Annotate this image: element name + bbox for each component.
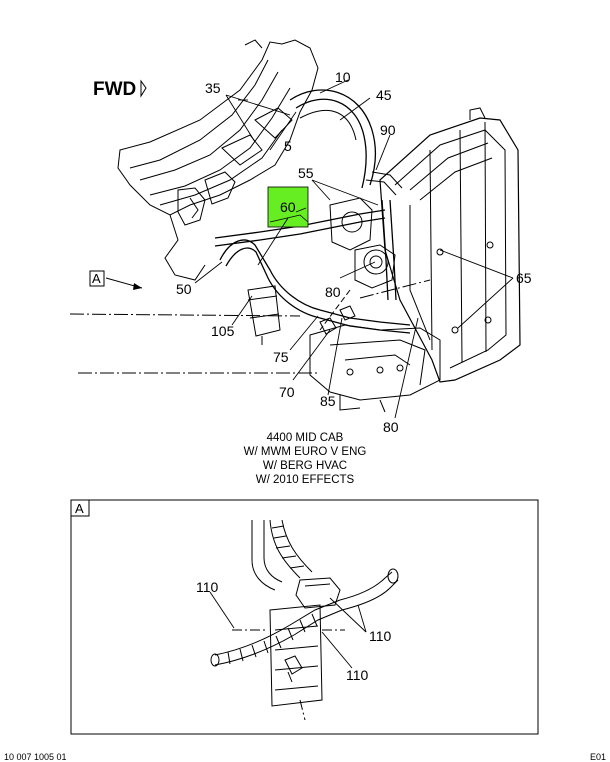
callout-90: 90: [380, 122, 396, 138]
forward-arrow-icon: [140, 79, 147, 98]
callout-45: 45: [376, 87, 392, 103]
callout-70: 70: [279, 384, 295, 400]
detail-view-a-tag-letter: A: [75, 501, 84, 516]
callout-35: 35: [205, 80, 221, 96]
callout-55: 55: [298, 165, 314, 181]
callout-50: 50: [176, 281, 192, 297]
view-a-marker-letter: A: [92, 271, 101, 286]
footer-revision: E01: [589, 752, 606, 762]
view-a-marker-box: [89, 270, 105, 287]
detail-leader-lines: [209, 591, 367, 669]
callout-110-left: 110: [196, 579, 219, 595]
detail-view-a-frame: [70, 499, 539, 735]
callout-65: 65: [516, 270, 532, 286]
callouts-detail: 110 110 110: [196, 579, 392, 683]
callout-60: 60: [280, 199, 296, 215]
forward-direction-label: FWD: [93, 79, 136, 100]
detail-view-a-drawing: [210, 519, 399, 721]
callout-10: 10: [335, 69, 351, 85]
detail-view-a-tag-box: [70, 499, 90, 517]
configuration-caption: 4400 MID CAB W/ MWM EURO V ENG W/ BERG H…: [200, 431, 410, 487]
caption-line-1: 4400 MID CAB: [266, 432, 344, 444]
highlighted-part-60[interactable]: [267, 186, 309, 228]
main-assembly-drawing: [69, 39, 521, 413]
callout-105: 105: [211, 323, 235, 339]
caption-line-4: W/ 2010 EFFECTS: [255, 474, 355, 486]
callout-110-right: 110: [369, 628, 392, 644]
callout-85: 85: [320, 393, 336, 409]
callout-80-upper: 80: [325, 284, 341, 300]
callout-5: 5: [284, 138, 292, 154]
view-a-arrowhead-icon: [133, 283, 142, 290]
highlighted-part-60-drawing: [269, 207, 309, 223]
callouts-main: 35 10 45 5 90 55 60 50 65 80 105 75 70 8…: [176, 69, 532, 435]
callout-75: 75: [273, 349, 289, 365]
leader-lines: [194, 79, 514, 419]
callout-80-lower: 80: [383, 419, 399, 435]
callout-110-lower: 110: [346, 667, 369, 683]
caption-line-3: W/ BERG HVAC: [262, 460, 348, 472]
footer-drawing-number: 10 007 1005 01: [4, 752, 67, 762]
caption-line-2: W/ MWM EURO V ENG: [243, 446, 367, 458]
